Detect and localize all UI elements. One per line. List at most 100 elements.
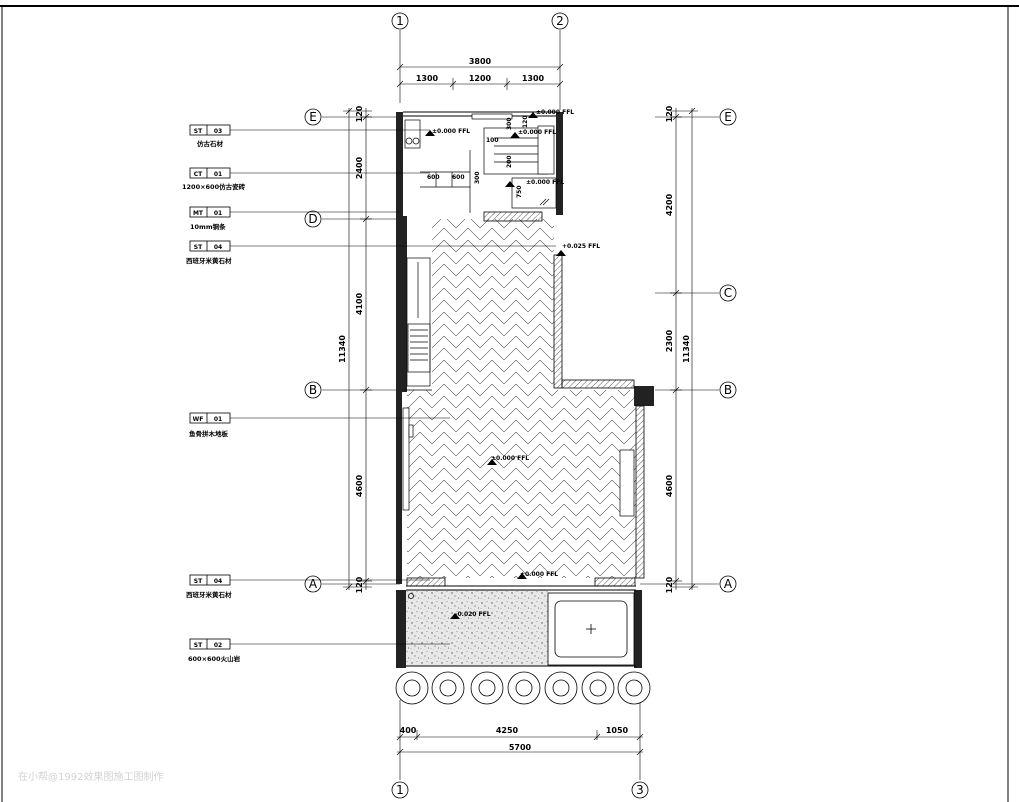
level-marker-door: +0.025 FFL (556, 243, 600, 256)
grid-bubble-left-B: B (304, 381, 322, 399)
dim-top-total: 3800 (469, 57, 492, 66)
svg-text:200: 200 (506, 155, 513, 168)
material-tag-7: ST 02 600×600火山岩 (188, 638, 241, 663)
dim-right-seg-3: 2300 (665, 329, 674, 352)
svg-text:300: 300 (474, 171, 481, 184)
left-grid-lines (322, 116, 400, 585)
bottom-dimension-chain (396, 730, 644, 756)
svg-text:E: E (724, 110, 732, 124)
level-marker-balcony: -0.020 FFL (450, 611, 491, 619)
dim-left-seg-5: 120 (355, 576, 364, 593)
svg-text:ST: ST (194, 128, 203, 135)
right-dimension-chain (670, 107, 698, 591)
living-room-herringbone-floor (407, 219, 636, 578)
grid-bubble-right-E: E (719, 108, 737, 126)
svg-text:B: B (309, 383, 317, 397)
bathroom-fixtures (404, 113, 557, 213)
svg-text:1200×600仿古瓷砖: 1200×600仿古瓷砖 (182, 182, 246, 191)
dim-left-seg-2: 2400 (355, 156, 364, 179)
balcony-volcanic-stone-floor (406, 590, 548, 666)
svg-text:±0.000 FFL: ±0.000 FFL (520, 571, 558, 578)
svg-text:A: A (724, 577, 733, 591)
level-marker-bath-top: ±0.000 FFL (528, 109, 574, 118)
dim-top-part-1: 1300 (416, 74, 439, 83)
svg-text:±0.000 FFL: ±0.000 FFL (526, 179, 564, 186)
level-marker-bath-right: ±0.000 FFL (510, 129, 556, 138)
bathroom-small-dimensions: 600 600 300 100 300 200 120 750 (427, 115, 529, 198)
svg-text:ST: ST (194, 642, 203, 649)
svg-text:西班牙米黄石材: 西班牙米黄石材 (186, 590, 232, 599)
svg-text:2: 2 (556, 14, 564, 28)
grid-bubble-right-B: B (719, 381, 737, 399)
svg-text:A: A (309, 577, 318, 591)
grid-bubble-right-A: A (719, 575, 737, 593)
drawing-frame (0, 5, 1019, 802)
dim-left-seg-4: 4600 (355, 474, 364, 497)
dim-left-seg-1: 120 (355, 105, 364, 122)
material-tag-6: ST 04 西班牙米黄石材 (186, 574, 232, 599)
partition-walls (406, 211, 645, 587)
svg-text:西班牙米黄石材: 西班牙米黄石材 (186, 256, 232, 265)
grid-bubble-left-D: D (304, 210, 322, 228)
dim-top-part-3: 1300 (522, 74, 545, 83)
level-marker-bath-left: ±0.000 FFL (425, 128, 470, 136)
svg-text:120: 120 (522, 115, 529, 128)
dim-left-total: 11340 (338, 335, 347, 363)
svg-text:WF: WF (193, 416, 204, 423)
dim-top-part-2: 1200 (469, 74, 492, 83)
grid-bubble-bottom-1: 1 (391, 781, 409, 799)
level-marker-living: ±0.000 FFL (487, 455, 529, 465)
svg-text:03: 03 (214, 128, 222, 135)
svg-text:仿古石材: 仿古石材 (197, 139, 224, 148)
svg-text:B: B (724, 383, 732, 397)
svg-text:3: 3 (636, 783, 644, 797)
watermark-text: 在小帮@1992效果图施工图制作 (18, 770, 163, 783)
level-marker-threshold: ±0.000 FFL (517, 571, 558, 579)
svg-text:1: 1 (396, 783, 404, 797)
svg-text:04: 04 (214, 578, 222, 585)
svg-text:300: 300 (506, 117, 513, 130)
grid-bubble-top-2: 2 (551, 12, 569, 30)
svg-text:600: 600 (452, 174, 465, 181)
svg-text:±0.000 FFL: ±0.000 FFL (491, 455, 529, 462)
grid-bubble-right-C: C (719, 284, 737, 302)
right-grid-lines (640, 116, 719, 585)
svg-text:+0.025 FFL: +0.025 FFL (562, 243, 600, 250)
svg-text:鱼骨拼木地板: 鱼骨拼木地板 (189, 429, 229, 438)
svg-text:02: 02 (214, 642, 222, 649)
dim-right-seg-2: 4200 (665, 193, 674, 216)
svg-text:01: 01 (214, 416, 222, 423)
left-dimension-chain (343, 107, 372, 591)
top-dimension-chain (396, 63, 564, 90)
living-room-fixtures (402, 257, 635, 517)
grid-bubble-left-A: A (304, 575, 322, 593)
dim-right-seg-4: 4600 (665, 474, 674, 497)
svg-text:1: 1 (396, 14, 404, 28)
dim-bottom-part-3: 1050 (606, 726, 629, 735)
material-tag-1: ST 03 仿古石材 (189, 124, 231, 148)
dim-left-seg-3: 4100 (355, 292, 364, 315)
svg-text:ST: ST (194, 244, 203, 251)
grid-bubble-bottom-3: 3 (631, 781, 649, 799)
svg-text:E: E (309, 110, 317, 124)
svg-text:100: 100 (486, 137, 499, 144)
grid-bubble-top-1: 1 (391, 12, 409, 30)
svg-text:600: 600 (427, 174, 440, 181)
svg-text:MT: MT (193, 210, 204, 217)
svg-text:04: 04 (214, 244, 222, 251)
dim-bottom-part-2: 4250 (496, 726, 519, 735)
svg-text:600×600火山岩: 600×600火山岩 (188, 654, 241, 663)
svg-text:01: 01 (214, 210, 222, 217)
grid-axes (399, 30, 641, 780)
svg-text:C: C (724, 286, 732, 300)
dim-right-seg-5: 120 (665, 576, 674, 593)
dim-bottom-total: 5700 (509, 743, 532, 752)
svg-text:01: 01 (214, 171, 222, 178)
structural-walls (396, 112, 654, 668)
material-tag-2: CT 01 1200×600仿古瓷砖 (182, 167, 246, 191)
material-tag-3: MT 01 10mm铜条 (189, 206, 231, 231)
svg-text:-0.020 FFL: -0.020 FFL (455, 611, 491, 618)
svg-text:D: D (308, 212, 317, 226)
svg-text:750: 750 (516, 185, 523, 198)
